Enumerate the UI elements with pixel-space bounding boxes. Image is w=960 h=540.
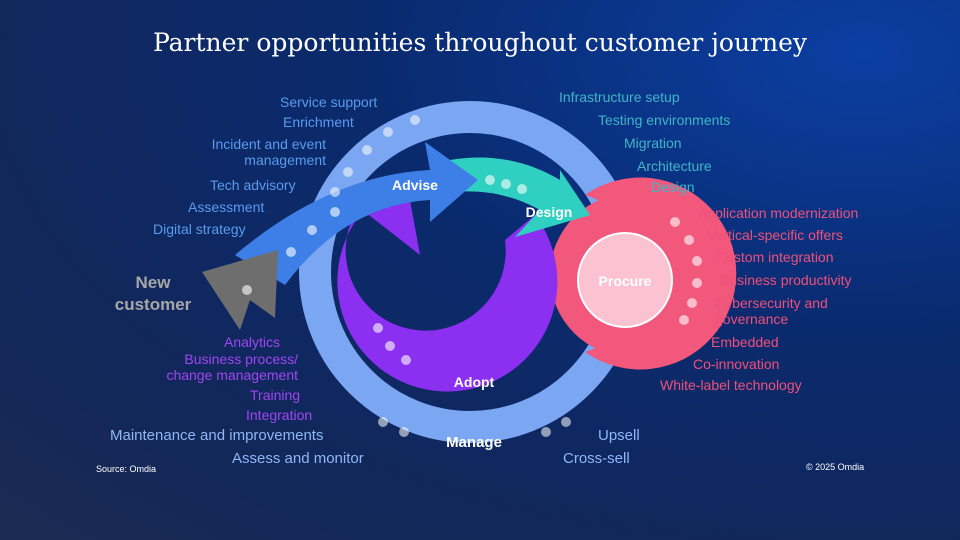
manage-item: Upsell	[598, 427, 640, 444]
advise-dots	[286, 207, 340, 257]
adopt-ring	[337, 180, 558, 392]
adopt-item: Business process/ change management	[166, 351, 298, 383]
copyright-note: © 2025 Omdia	[806, 462, 865, 472]
manage-item: Maintenance and improvements	[110, 427, 324, 444]
design-item: Architecture	[637, 158, 712, 174]
slide-title: Partner opportunities throughout custome…	[152, 28, 808, 57]
advise-item: Digital strategy	[153, 221, 246, 237]
design-item: Migration	[624, 135, 682, 151]
adopt-item: Training	[250, 387, 301, 403]
advise-item: Enrichment	[283, 114, 354, 130]
adopt-dots	[373, 323, 411, 365]
design-arrow	[450, 157, 590, 237]
adopt-item: Analytics	[224, 334, 281, 350]
advise-label: Advise	[392, 177, 438, 193]
adopt-label: Adopt	[454, 374, 495, 390]
advise-item: Tech advisory	[210, 177, 296, 193]
source-note: Source: Omdia	[96, 464, 157, 474]
adopt-item: Integration	[246, 407, 313, 423]
procure-item: White-label technology	[660, 377, 802, 393]
manage-item: Cross-sell	[563, 450, 630, 467]
procure-item: Vertical-specific offers	[707, 227, 843, 243]
procure-item: Application modernization	[698, 205, 859, 221]
procure-item: Business productivity	[720, 272, 852, 288]
manage-label: Manage	[446, 434, 502, 451]
procure-dots	[670, 217, 702, 325]
design-item: Design	[651, 179, 695, 195]
manage-dots	[330, 115, 571, 437]
advise-item: Incident and event management	[211, 136, 326, 168]
procure-item: Custom integration	[716, 249, 834, 265]
manage-item: Assess and monitor	[232, 450, 364, 467]
procure-item: Co-innovation	[693, 356, 780, 372]
advise-arrow	[235, 142, 478, 285]
new-customer-arrow	[202, 250, 278, 330]
design-item: Infrastructure setup	[559, 89, 680, 105]
design-label: Design	[526, 204, 573, 220]
design-item: Testing environments	[598, 112, 731, 128]
new-customer-dot	[242, 285, 252, 295]
advise-item: Service support	[280, 94, 378, 110]
procure-item: Cybersecurity and governance	[715, 295, 828, 327]
design-dots	[485, 175, 527, 194]
advise-item: Assessment	[188, 199, 265, 215]
new-customer-label: New customer	[114, 273, 192, 314]
procure-circle	[577, 232, 673, 328]
adopt-arrowhead	[356, 200, 420, 255]
procure-label: Procure	[599, 273, 652, 289]
procure-item: Embedded	[711, 334, 779, 350]
